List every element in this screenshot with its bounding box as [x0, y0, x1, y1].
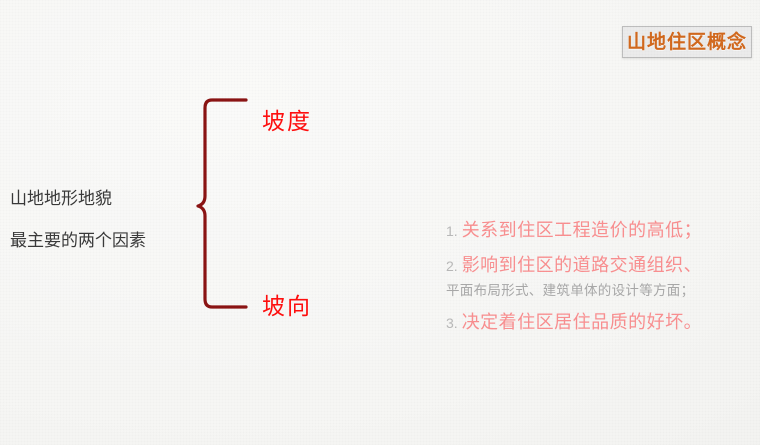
title-badge: 山地住区概念: [622, 26, 752, 58]
list-item-index: 2.: [446, 258, 458, 274]
effects-list: 1. 关系到住区工程造价的高低； 2. 影响到住区的道路交通组织、 平面布局形式…: [446, 216, 751, 343]
title-badge-label: 山地住区概念: [626, 31, 747, 53]
list-item: 1. 关系到住区工程造价的高低；: [446, 216, 751, 242]
source-label-line-2: 最主要的两个因素: [10, 231, 146, 250]
list-item: 2. 影响到住区的道路交通组织、 平面布局形式、建筑单体的设计等方面；: [446, 251, 751, 299]
list-item: 3. 决定着住区居住品质的好坏。: [446, 308, 751, 334]
list-item-text: 关系到住区工程造价的高低；: [461, 220, 703, 240]
list-item-text: 影响到住区的道路交通组织、: [461, 255, 703, 275]
list-item-subtext: 平面布局形式、建筑单体的设计等方面；: [446, 283, 695, 298]
branch-label-slope-gradient: 坡度: [262, 108, 312, 134]
source-label-line-1: 山地地形地貌: [10, 189, 112, 208]
list-item-index: 3.: [446, 315, 458, 331]
list-item-text: 决定着住区居住品质的好坏。: [461, 312, 703, 332]
source-label: 山地地形地貌 最主要的两个因素: [10, 178, 205, 262]
curly-brace-right-icon: [190, 96, 252, 311]
branch-label-slope-aspect: 坡向: [262, 293, 312, 319]
curly-brace-svg: [196, 98, 248, 309]
list-item-index: 1.: [446, 223, 458, 239]
